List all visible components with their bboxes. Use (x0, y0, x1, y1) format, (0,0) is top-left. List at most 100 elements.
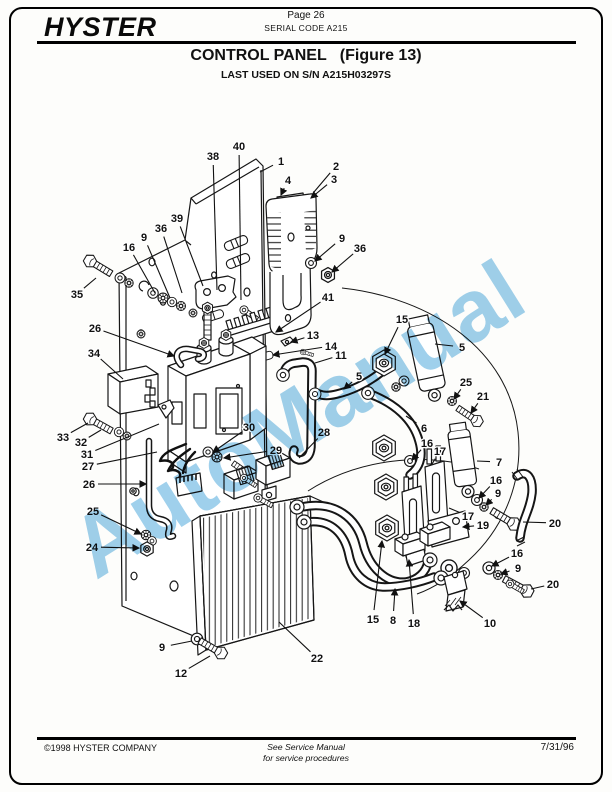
callout-28: 28 (318, 427, 330, 439)
callout-17: 17 (462, 511, 474, 523)
leader-line-41 (275, 301, 321, 333)
leader-line-34 (100, 358, 124, 380)
callout-2: 2 (333, 161, 339, 173)
contactor (157, 301, 267, 474)
leader-line-15 (373, 539, 386, 611)
leader-line-27 (96, 451, 158, 465)
callout-4: 4 (285, 175, 292, 187)
leader-line-1 (259, 164, 274, 173)
callout-3: 3 (331, 174, 337, 186)
leader-line-35 (83, 277, 97, 289)
callout-17: 17 (434, 446, 446, 458)
power-cables-8-18 (289, 499, 449, 592)
fuse-5 (407, 314, 446, 402)
serial-code: SERIAL CODE A215 (264, 23, 348, 33)
leader-line-26 (103, 330, 176, 358)
callout-30: 30 (243, 422, 255, 434)
callout-38: 38 (207, 151, 219, 163)
callout-16: 16 (511, 548, 523, 560)
jumper-cable-11 (276, 357, 317, 465)
callout-36: 36 (354, 243, 366, 255)
callout-26: 26 (83, 479, 95, 491)
callout-41: 41 (322, 292, 334, 304)
cable-boot (511, 468, 537, 547)
callout-19: 19 (477, 520, 489, 532)
callout-25: 25 (460, 377, 472, 389)
callout-14: 14 (325, 341, 338, 353)
leader-line-33 (70, 422, 89, 434)
leader-line-12 (188, 655, 211, 669)
leader-line-6 (405, 415, 417, 424)
callout-5: 5 (356, 371, 362, 383)
callout-7: 7 (496, 457, 502, 469)
callout-12: 12 (175, 668, 187, 680)
cable-6 (361, 386, 426, 480)
leader-line-18 (405, 558, 414, 615)
leader-line-9 (170, 640, 193, 646)
leader-line-9 (147, 245, 171, 299)
callout-8: 8 (390, 615, 396, 627)
leader-line-9 (314, 243, 336, 262)
callout-22: 22 (311, 653, 323, 665)
callout-9: 9 (495, 488, 501, 500)
callout-18: 18 (408, 618, 420, 630)
callout-20: 20 (547, 579, 559, 591)
callout-9: 9 (515, 563, 521, 575)
callout-40: 40 (233, 141, 245, 153)
callout-27: 27 (82, 461, 94, 473)
callout-5: 5 (459, 342, 465, 354)
leader-line-36 (331, 253, 354, 273)
service-note-line1: See Service Manual (267, 742, 345, 752)
fuse-cable-5 (308, 368, 410, 401)
callout-24: 24 (86, 542, 99, 554)
leader-line-20 (530, 585, 545, 590)
leader-line-29 (222, 450, 268, 461)
leader-line-25 (100, 514, 143, 535)
callout-29: 29 (270, 445, 282, 457)
callout-10: 10 (484, 618, 496, 630)
service-note-line2: for service procedures (263, 753, 349, 763)
copyright: ©1998 HYSTER COMPANY (44, 743, 157, 753)
hyster-logo: HYSTER (44, 12, 157, 42)
leader-line-15 (384, 326, 399, 356)
leader-line-16 (132, 254, 156, 294)
callout-9: 9 (339, 233, 345, 245)
panel-hardware (129, 329, 146, 495)
leader-line-8 (390, 587, 399, 612)
callout-16: 16 (421, 438, 433, 450)
leader-line-10 (459, 600, 484, 619)
leader-line-3 (310, 184, 328, 199)
leader-line-16 (490, 556, 510, 567)
callout-34: 34 (88, 348, 101, 360)
fuse-7 (447, 421, 513, 527)
leader-line-9 (499, 568, 510, 576)
leader-line-36 (163, 236, 183, 294)
figure-title: CONTROL PANEL (Figure 13) (190, 47, 422, 64)
callout-31: 31 (81, 449, 93, 461)
revision-date: 7/31/96 (540, 742, 574, 753)
leader-line-9 (485, 497, 494, 506)
leader-line-28 (298, 438, 319, 459)
callout-35: 35 (71, 289, 83, 301)
callout-11: 11 (335, 350, 347, 362)
leader-line-17 (448, 507, 460, 514)
leader-line-20 (522, 521, 547, 524)
leader-line-17 (431, 458, 436, 465)
callout-16: 16 (490, 475, 502, 487)
leader-line-2 (313, 172, 331, 193)
callout-26: 26 (89, 323, 101, 335)
callout-32: 32 (75, 437, 87, 449)
leader-line-30 (212, 431, 242, 453)
wire-harness-27 (158, 442, 203, 497)
callout-15: 15 (367, 614, 379, 626)
callout-25: 25 (87, 506, 99, 518)
leader-line-11 (314, 357, 333, 364)
leader-line-4 (280, 187, 288, 197)
callout-6: 6 (421, 423, 427, 435)
figure-subtitle: LAST USED ON S/N A215H03297S (220, 69, 391, 81)
leader-line-39 (179, 226, 204, 287)
relay (107, 365, 159, 415)
service-note: See Service Manual for service procedure… (0, 742, 612, 764)
heatsink (191, 495, 331, 656)
